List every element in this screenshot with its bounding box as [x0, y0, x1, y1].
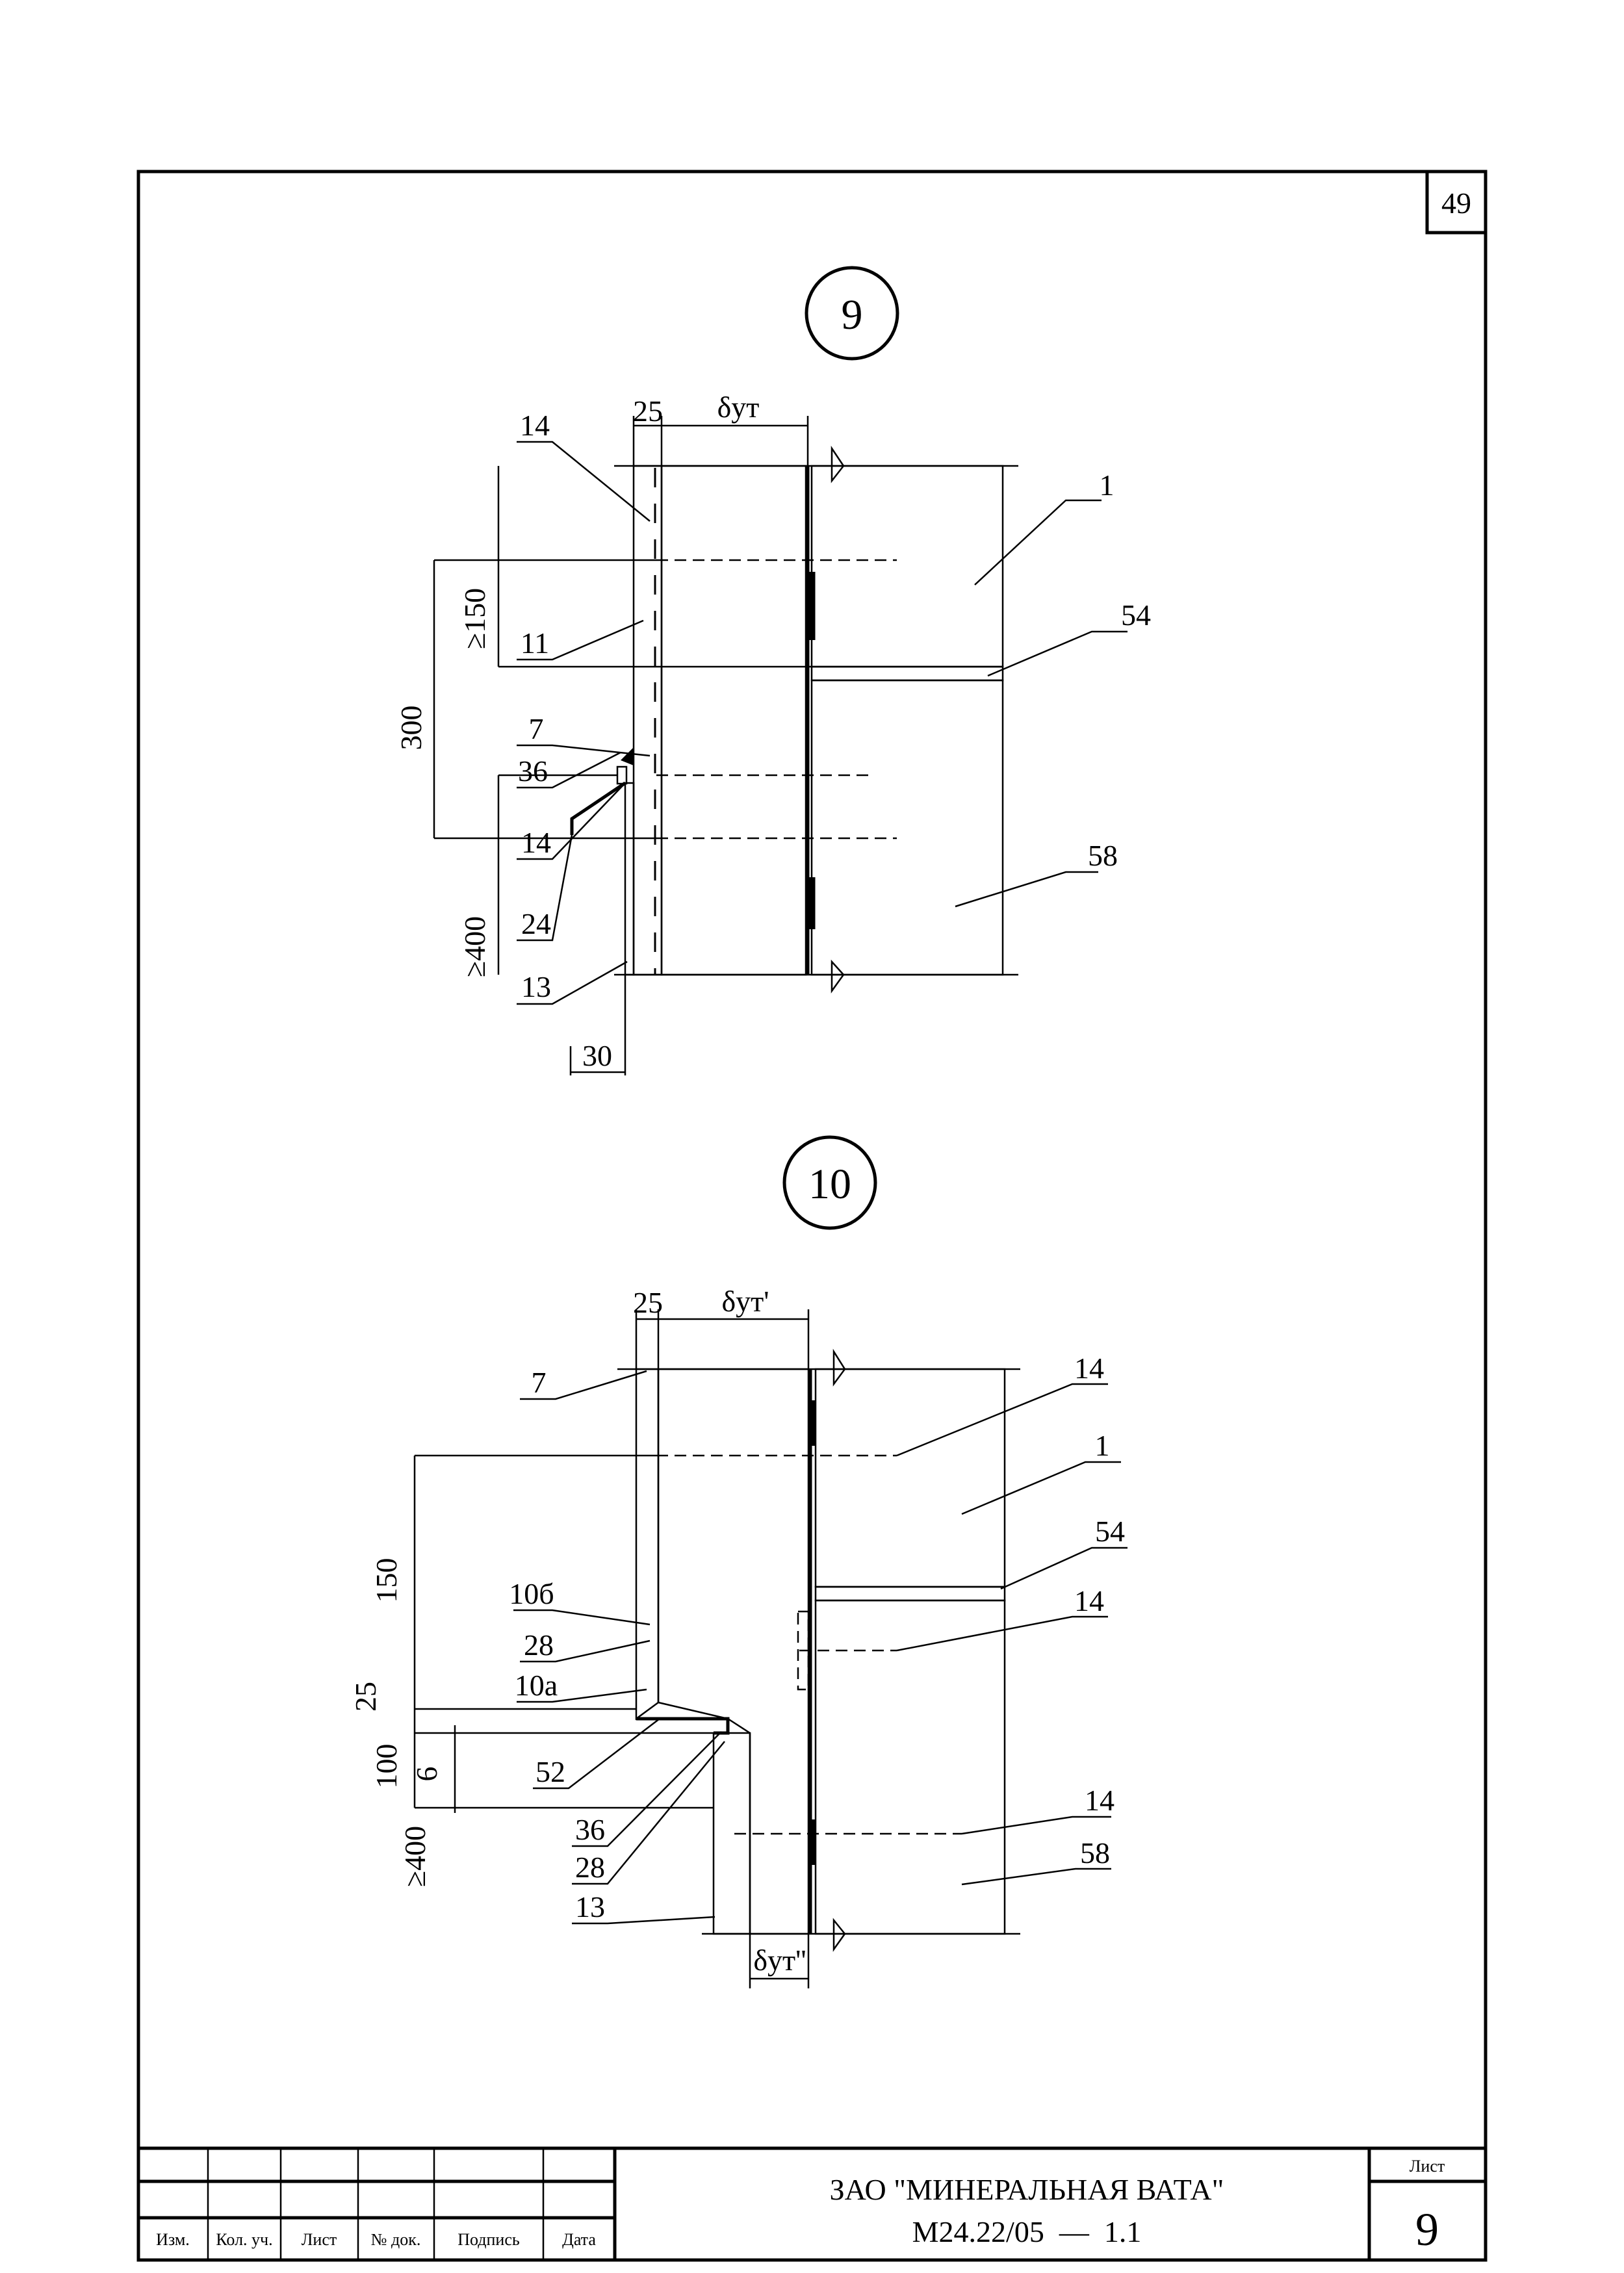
dim-delta-double-prime: δут'' [753, 1944, 806, 1977]
dim-delta-prime: δут' [721, 1285, 769, 1318]
column-doc-number: № док. [371, 2230, 421, 2249]
detail-10-marker [782, 1135, 877, 1230]
dim-delta: δут [717, 391, 760, 424]
callout-28: 28 [524, 1628, 554, 1662]
dim-25-vertical: 25 [349, 1682, 382, 1712]
callout-14: 14 [1085, 1784, 1115, 1817]
column-izm: Изм. [156, 2230, 190, 2249]
callout-14: 14 [520, 409, 550, 442]
callout-24: 24 [521, 907, 551, 940]
plaster-layer [635, 1368, 660, 1721]
detail-9: 9 25 δут 300 ≥150 ≥400 30 [394, 266, 1151, 1075]
dim-6: 6 [410, 1767, 443, 1782]
insulation-layer [660, 465, 807, 976]
slab-joint [814, 1586, 1006, 1602]
callout-7: 7 [532, 1366, 547, 1399]
plaster-layer [632, 465, 663, 976]
dim-25: 25 [633, 1286, 663, 1319]
dim-150: 150 [370, 1558, 403, 1603]
callout-52: 52 [535, 1755, 565, 1788]
dim-300: 300 [394, 706, 428, 751]
callout-28: 28 [575, 1851, 605, 1884]
dim-25: 25 [633, 394, 663, 428]
callout-36: 36 [518, 754, 548, 788]
dim-ge400: ≥400 [458, 916, 491, 977]
document-code: М24.22/05 — 1.1 [912, 2215, 1142, 2248]
column-date: Дата [562, 2230, 596, 2249]
callout-11: 11 [521, 626, 549, 660]
plinth-panel [624, 782, 635, 976]
callout-54: 54 [1095, 1515, 1125, 1548]
callout-54: 54 [1121, 598, 1151, 632]
callout-10a: 10а [515, 1669, 558, 1702]
title-block: Изм. Кол. уч. Лист № док. Подпись Дата З… [138, 2146, 1486, 2260]
corner-number-text: 49 [1441, 186, 1471, 220]
slab-joint [810, 665, 1004, 682]
detail-9-number: 9 [842, 291, 863, 339]
dim-100: 100 [370, 1744, 403, 1789]
brick-wall [814, 1368, 1006, 1588]
callout-13: 13 [521, 970, 551, 1003]
detail-9-marker [805, 266, 899, 361]
callout-58: 58 [1080, 1836, 1110, 1869]
column-signature: Подпись [458, 2230, 520, 2249]
concrete-wall [810, 679, 1004, 976]
callout-13: 13 [575, 1890, 605, 1923]
callout-14: 14 [1074, 1352, 1104, 1385]
company-name: ЗАО "МИНЕРАЛЬНАЯ ВАТА" [830, 2173, 1224, 2206]
callout-14: 14 [1074, 1584, 1104, 1617]
callout-7: 7 [529, 712, 544, 745]
sheet-frame [136, 170, 1488, 2262]
column-list: Лист [302, 2230, 337, 2249]
callout-14: 14 [521, 826, 551, 859]
drip-profile [570, 781, 626, 835]
callout-1: 1 [1100, 469, 1115, 502]
callout-36: 36 [575, 1813, 605, 1846]
detail-10: 10 25 δут' 150 25 100 6 ≥400 δут'' [349, 1135, 1128, 1988]
column-kol-uch: Кол. уч. [216, 2230, 272, 2249]
callout-1: 1 [1095, 1429, 1110, 1462]
insulation-layer [657, 1368, 810, 1935]
detail-10-number: 10 [808, 1161, 851, 1208]
sheet-number: 9 [1415, 2203, 1439, 2255]
dim-30: 30 [582, 1039, 612, 1072]
brick-wall [810, 465, 1004, 668]
sheet-label: Лист [1410, 2157, 1445, 2176]
callout-58: 58 [1088, 839, 1118, 872]
callout-10b: 10б [509, 1577, 554, 1610]
dim-ge400: ≥400 [398, 1826, 432, 1887]
corner-page-number: 49 [1425, 170, 1488, 235]
dim-ge150: ≥150 [458, 588, 491, 649]
